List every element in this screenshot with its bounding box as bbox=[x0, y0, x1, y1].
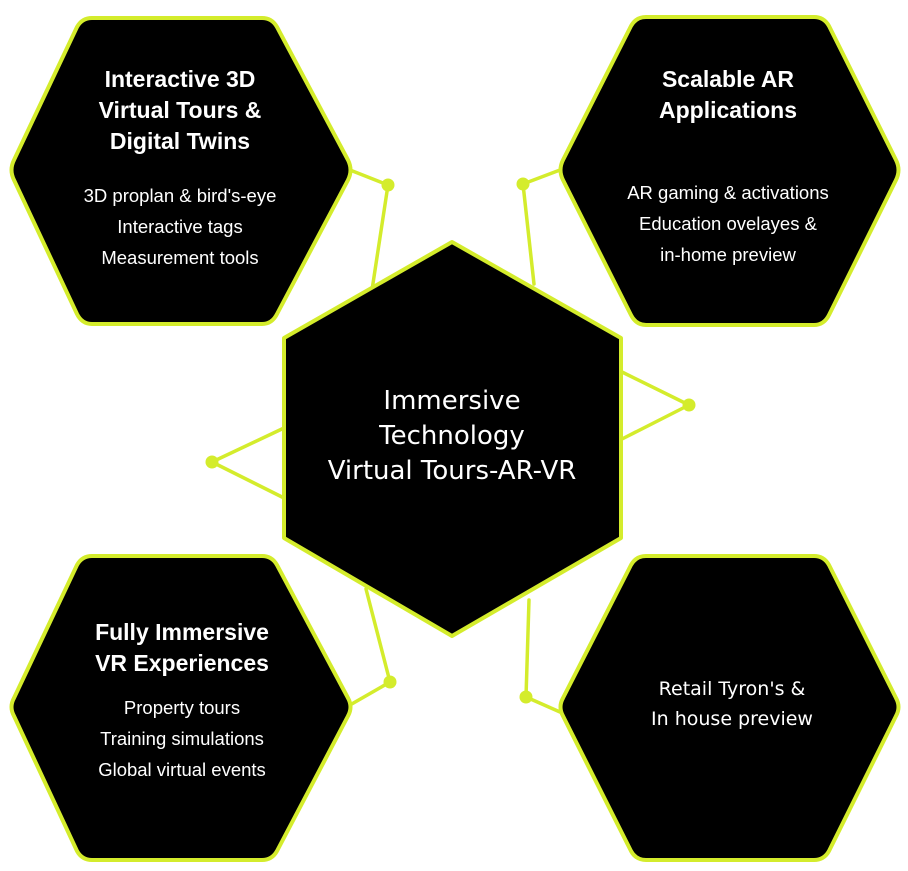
hex-top-right[interactable] bbox=[558, 15, 901, 327]
title-line: VR Experiences bbox=[95, 650, 269, 676]
connector-bottom-left bbox=[348, 587, 392, 707]
dot-right bbox=[682, 398, 696, 412]
center-line: Virtual Tours-AR-VR bbox=[327, 456, 577, 486]
center-line: Immersive bbox=[383, 386, 521, 416]
center-label: Immersive Technology Virtual Tours-AR-VR bbox=[292, 384, 612, 489]
dot-bottom-left bbox=[383, 675, 397, 689]
dot-left bbox=[205, 455, 219, 469]
hex-bottom-right[interactable] bbox=[558, 554, 901, 862]
connector-left bbox=[210, 426, 286, 500]
title-line: Virtual Tours & bbox=[98, 97, 262, 123]
title-line: Digital Twins bbox=[109, 128, 251, 154]
dot-top-right bbox=[516, 177, 530, 191]
list-item: Education ovelayes & bbox=[639, 213, 817, 234]
node-bottom-left-items: Property tours Training simulations Glob… bbox=[62, 692, 302, 785]
node-top-left-items: 3D proplan & bird's-eye Interactive tags… bbox=[60, 180, 300, 273]
list-item: Training simulations bbox=[100, 728, 264, 749]
title-line: Scalable AR bbox=[661, 66, 795, 92]
title-line: Fully Immersive bbox=[95, 619, 269, 645]
node-top-right-title: Scalable AR Applications bbox=[628, 64, 828, 126]
list-item: in-home preview bbox=[660, 244, 796, 265]
list-item: Property tours bbox=[123, 697, 241, 718]
list-item: AR gaming & activations bbox=[627, 182, 829, 203]
label-line: Retail Tyron's & bbox=[658, 678, 806, 700]
hexagons bbox=[9, 15, 901, 862]
hex-top-left[interactable] bbox=[9, 16, 353, 326]
list-item: Measurement tools bbox=[101, 247, 259, 268]
node-bottom-right-label: Retail Tyron's & In house preview bbox=[612, 674, 852, 734]
hex-bottom-left[interactable] bbox=[9, 554, 353, 862]
dot-bottom-right bbox=[519, 690, 533, 704]
title-line: Applications bbox=[658, 97, 797, 123]
hex-center[interactable] bbox=[282, 240, 623, 638]
list-item: Global virtual events bbox=[98, 759, 266, 780]
connector-dots bbox=[205, 177, 696, 704]
list-item: Interactive tags bbox=[117, 216, 243, 237]
node-bottom-left-title: Fully Immersive VR Experiences bbox=[82, 617, 282, 679]
dot-top-left bbox=[381, 178, 395, 192]
connector-right bbox=[620, 370, 691, 441]
center-line: Technology bbox=[379, 421, 525, 451]
node-top-right-items: AR gaming & activations Education ovelay… bbox=[608, 177, 848, 270]
list-item: 3D proplan & bird's-eye bbox=[83, 185, 277, 206]
label-line: In house preview bbox=[651, 708, 813, 730]
title-line: Interactive 3D bbox=[104, 66, 256, 92]
node-top-left-title: Interactive 3D Virtual Tours & Digital T… bbox=[80, 64, 280, 157]
